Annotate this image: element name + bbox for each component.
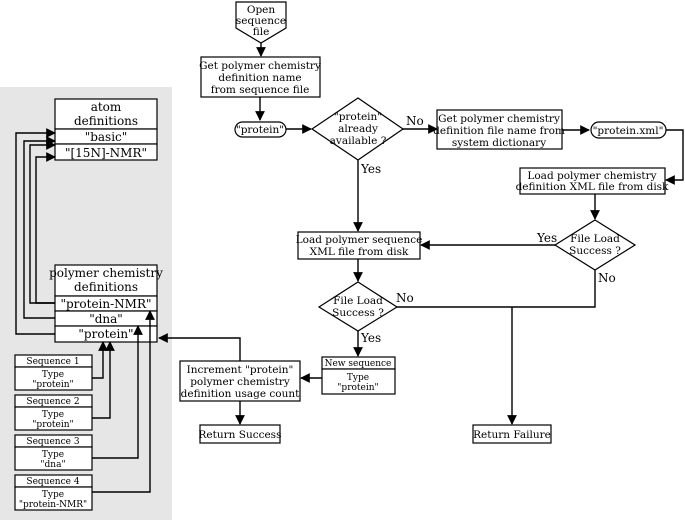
file-load-success-decision-2: File Load Success ? <box>317 281 399 332</box>
open-sequence-file-line3: file <box>253 26 270 38</box>
new-sequence-box: New sequence Type "protein" <box>321 356 396 395</box>
new-sequence-title: New sequence <box>325 359 392 369</box>
increment-line1: Increment "protein" <box>187 364 294 376</box>
atom-definitions-title-line1: atom <box>91 100 122 114</box>
already-available-line2: already <box>338 123 378 135</box>
return-failure-label: Return Failure <box>473 429 551 441</box>
load-sequence-line1: Load polymer sequence <box>296 234 423 246</box>
protein-xml-pill: "protein.xml" <box>590 121 667 139</box>
polymer-definitions-title-line2: definitions <box>74 280 138 294</box>
file-load-2-line1: File Load <box>333 295 383 307</box>
return-failure-box: Return Failure <box>472 424 552 444</box>
protein-xml-pill-label: "protein.xml" <box>593 125 664 137</box>
atom-definition-15n-nmr: "[15N]-NMR" <box>65 146 147 160</box>
increment-line3: definition usage count <box>181 388 300 400</box>
label-no-1: No <box>406 114 424 128</box>
polymer-definition-protein-nmr: "protein-NMR" <box>60 297 151 311</box>
new-sequence-type-value: "protein" <box>337 383 378 393</box>
load-definition-line1: Load polymer chemistry <box>527 170 656 182</box>
get-definition-file-name-box: Get polymer chemistry definition file na… <box>433 109 565 150</box>
get-file-name-line2: definition file name from <box>433 125 565 137</box>
sequence-2-link-arrow <box>92 341 115 419</box>
open-sequence-file-node: Open sequence file <box>235 1 287 44</box>
label-yes-1: Yes <box>360 162 381 176</box>
sequence-4-type-value: "protein-NMR" <box>19 500 87 510</box>
file-load-1-line1: File Load <box>570 233 620 245</box>
arrow-increment-to-protein-definition <box>158 333 241 361</box>
sequence-1-type-label: Type <box>42 370 64 380</box>
file-load-1-line2: Success ? <box>569 245 621 257</box>
increment-line2: polymer chemistry <box>190 376 290 388</box>
polymer-definitions-box: polymer chemistry definitions "protein-N… <box>49 264 163 343</box>
sequence-4-type-label: Type <box>42 490 64 500</box>
open-sequence-file-line1: Open <box>247 4 276 16</box>
sequence-1-link-arrow <box>92 341 108 379</box>
protein-to-basic-arrow <box>15 128 56 335</box>
sequence-1-box: Sequence 1 Type "protein" <box>14 354 93 391</box>
label-yes-3: Yes <box>360 331 381 345</box>
protein-pill-label: "protein" <box>236 124 284 136</box>
sequence-2-box: Sequence 2 Type "protein" <box>14 394 93 431</box>
sequence-2-title: Sequence 2 <box>26 397 79 407</box>
atom-definitions-box: atom definitions "basic" "[15N]-NMR" <box>54 98 158 161</box>
dna-to-basic-arrow <box>23 136 56 319</box>
sequence-3-title: Sequence 3 <box>26 437 79 447</box>
atom-definition-basic: "basic" <box>85 130 128 144</box>
sequence-4-title: Sequence 4 <box>26 477 79 487</box>
polymer-definitions-title-line1: polymer chemistry <box>49 266 163 280</box>
sequence-1-type-value: "protein" <box>32 380 73 390</box>
new-sequence-type-label: Type <box>347 373 369 383</box>
sequence-2-type-label: Type <box>42 410 64 420</box>
already-available-line1: "protein" <box>334 111 382 123</box>
get-definition-name-line3: from sequence file <box>211 84 310 96</box>
label-no-2: No <box>396 291 414 305</box>
get-file-name-line3: system dictionary <box>452 137 546 149</box>
polymer-definition-protein: "protein" <box>78 327 133 341</box>
open-sequence-file-line2: sequence <box>236 15 286 27</box>
sequence-4-link-arrow <box>92 310 155 493</box>
sequence-4-box: Sequence 4 Type "protein-NMR" <box>14 474 93 511</box>
protein-pill: "protein" <box>234 121 287 138</box>
return-success-label: Return Success <box>199 429 282 441</box>
atom-definitions-title-line2: definitions <box>74 114 138 128</box>
arrow-file-load-1-no <box>512 270 596 308</box>
sequence-3-link-arrow <box>92 325 143 459</box>
get-file-name-line1: Get polymer chemistry <box>438 113 560 125</box>
already-available-decision: "protein" already available ? <box>310 97 405 161</box>
polymer-definition-dna: "dna" <box>89 312 123 326</box>
protein-nmr-to-15n-arrow <box>35 152 56 304</box>
arrow-xml-pill-to-load-def <box>665 129 684 185</box>
get-definition-name-box: Get polymer chemistry definition name fr… <box>199 56 321 98</box>
sequence-3-type-value: "dna" <box>40 460 65 470</box>
sequence-3-box: Sequence 3 Type "dna" <box>14 434 93 471</box>
label-yes-2: Yes <box>536 231 557 245</box>
get-definition-name-line2: definition name <box>218 72 301 84</box>
already-available-line3: available ? <box>330 135 387 147</box>
sequence-1-title: Sequence 1 <box>26 357 79 367</box>
load-sequence-line2: XML file from disk <box>310 246 409 258</box>
label-no-3: No <box>598 271 616 285</box>
file-load-2-line2: Success ? <box>332 307 384 319</box>
sequence-2-type-value: "protein" <box>32 420 73 430</box>
load-definition-line2: definition XML file from disk <box>516 181 669 193</box>
increment-usage-box: Increment "protein" polymer chemistry de… <box>179 360 301 402</box>
file-load-success-decision-1: File Load Success ? <box>553 219 637 271</box>
load-definition-box: Load polymer chemistry definition XML fi… <box>516 167 669 195</box>
load-sequence-box: Load polymer sequence XML file from disk <box>296 231 423 260</box>
return-success-box: Return Success <box>199 424 282 444</box>
get-definition-name-line1: Get polymer chemistry <box>199 60 321 72</box>
sequence-3-type-label: Type <box>42 450 64 460</box>
